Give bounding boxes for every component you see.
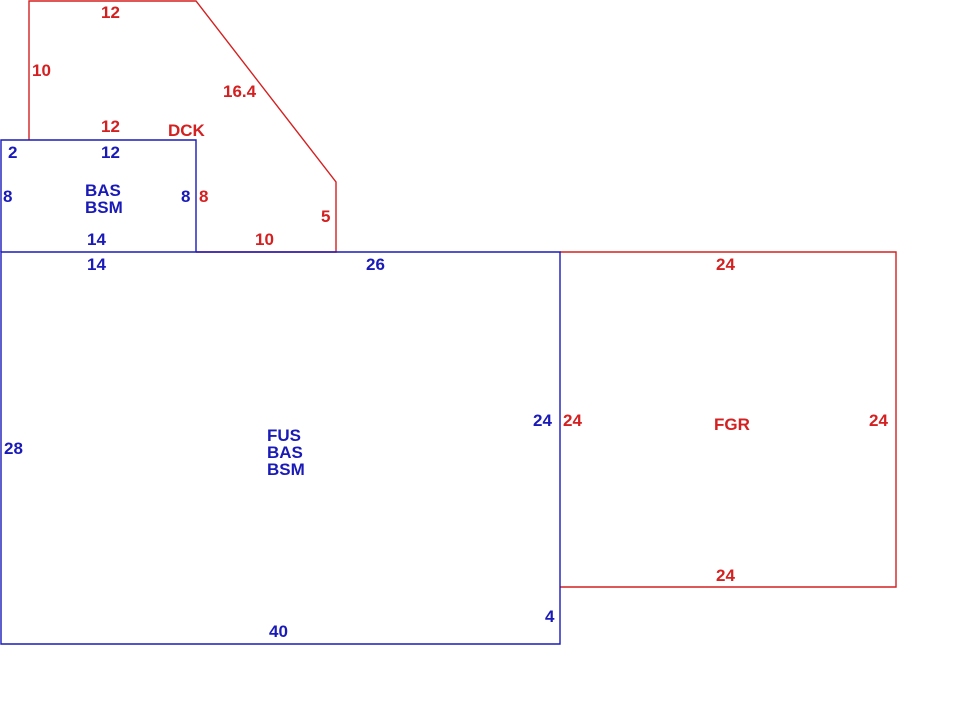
dck-right-dimension: 5: [321, 207, 331, 226]
main-living-outline: [0, 251, 561, 645]
fus-right-step-dimension: 4: [545, 607, 555, 626]
bas-bsm-outline: [0, 139, 197, 252]
bas-bsm-area-codes: BAS BSM: [85, 182, 123, 216]
dck-area-code: DCK: [168, 121, 205, 140]
bas-top-dimension: 12: [101, 143, 120, 162]
fus-bas-bsm-area-codes: FUS BAS BSM: [267, 427, 305, 478]
fus-top-dimension: 26: [366, 255, 385, 274]
dck-top-dimension: 12: [101, 3, 120, 22]
fgr-left-dimension: 24: [563, 411, 582, 430]
fgr-top-dimension: 24: [716, 255, 735, 274]
fgr-right-dimension: 24: [869, 411, 888, 430]
bas-step-dimension: 2: [8, 143, 18, 162]
bas-right-dimension: 8: [181, 187, 191, 206]
dck-left-dimension: 10: [32, 61, 51, 80]
area-code: BAS: [85, 181, 121, 200]
fus-bottom-dimension: 40: [269, 622, 288, 641]
bas-bottom-dimension: 14: [87, 230, 106, 249]
bas-left-dimension: 8: [3, 187, 13, 206]
area-code: FUS: [267, 426, 301, 445]
fgr-area-code: FGR: [714, 415, 750, 434]
dck-left-inner-dimension: 8: [199, 187, 209, 206]
garage-outline: [560, 251, 897, 588]
dck-inner-top-dimension: 12: [101, 117, 120, 136]
fus-top-left-dimension: 14: [87, 255, 106, 274]
fus-right-dimension: 24: [533, 411, 552, 430]
fus-left-dimension: 28: [4, 439, 23, 458]
area-code: BSM: [267, 460, 305, 479]
dck-diagonal-dimension: 16.4: [223, 82, 257, 101]
fgr-bottom-dimension: 24: [716, 566, 735, 585]
dck-bottom-dimension: 10: [255, 230, 274, 249]
area-code: BSM: [85, 198, 123, 217]
area-code: BAS: [267, 443, 303, 462]
